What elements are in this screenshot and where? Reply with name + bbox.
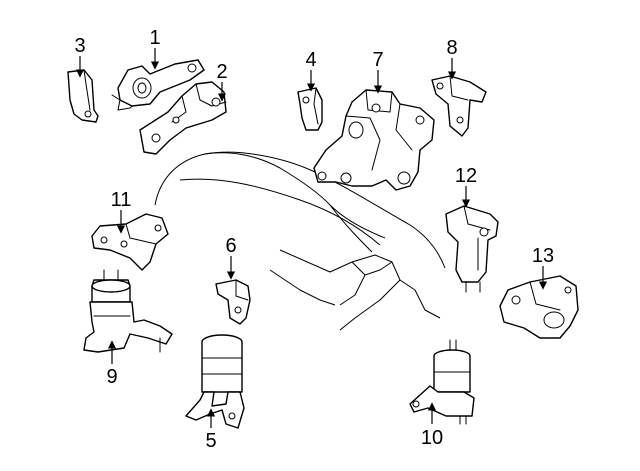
part-8-bracket[interactable] [431, 75, 487, 137]
callout-8[interactable]: 8 [446, 37, 457, 59]
callout-5[interactable]: 5 [205, 430, 216, 452]
callout-10[interactable]: 10 [421, 427, 443, 449]
callout-2[interactable]: 2 [216, 61, 227, 83]
callout-1[interactable]: 1 [149, 27, 160, 49]
part-12-mount[interactable] [445, 205, 499, 293]
callout-7[interactable]: 7 [372, 49, 383, 71]
callout-6[interactable]: 6 [225, 235, 236, 257]
part-10-engine-mount[interactable] [409, 339, 475, 425]
callout-13[interactable]: 13 [532, 245, 554, 267]
callout-9[interactable]: 9 [106, 366, 117, 388]
part-1-torque-rod[interactable] [111, 59, 205, 111]
part-3-bracket[interactable] [67, 69, 99, 123]
part-2-bracket[interactable] [139, 81, 227, 155]
part-9-engine-mount[interactable] [83, 269, 173, 353]
callout-4[interactable]: 4 [305, 49, 316, 71]
callout-11[interactable]: 11 [111, 189, 132, 211]
part-13-bracket[interactable] [499, 275, 579, 339]
engine-outline [129, 151, 446, 331]
part-5-engine-mount[interactable] [185, 334, 245, 429]
callout-3[interactable]: 3 [74, 35, 85, 57]
part-11-bracket[interactable] [91, 213, 169, 271]
part-4-bracket[interactable] [297, 87, 323, 131]
leader-lines [75, 48, 548, 428]
callout-labels: 1 2 3 4 5 6 7 8 9 10 11 12 13 [74, 27, 554, 452]
part-7-engine-bracket[interactable] [313, 89, 435, 191]
callout-12[interactable]: 12 [455, 165, 477, 187]
part-6-bracket[interactable] [215, 279, 251, 325]
